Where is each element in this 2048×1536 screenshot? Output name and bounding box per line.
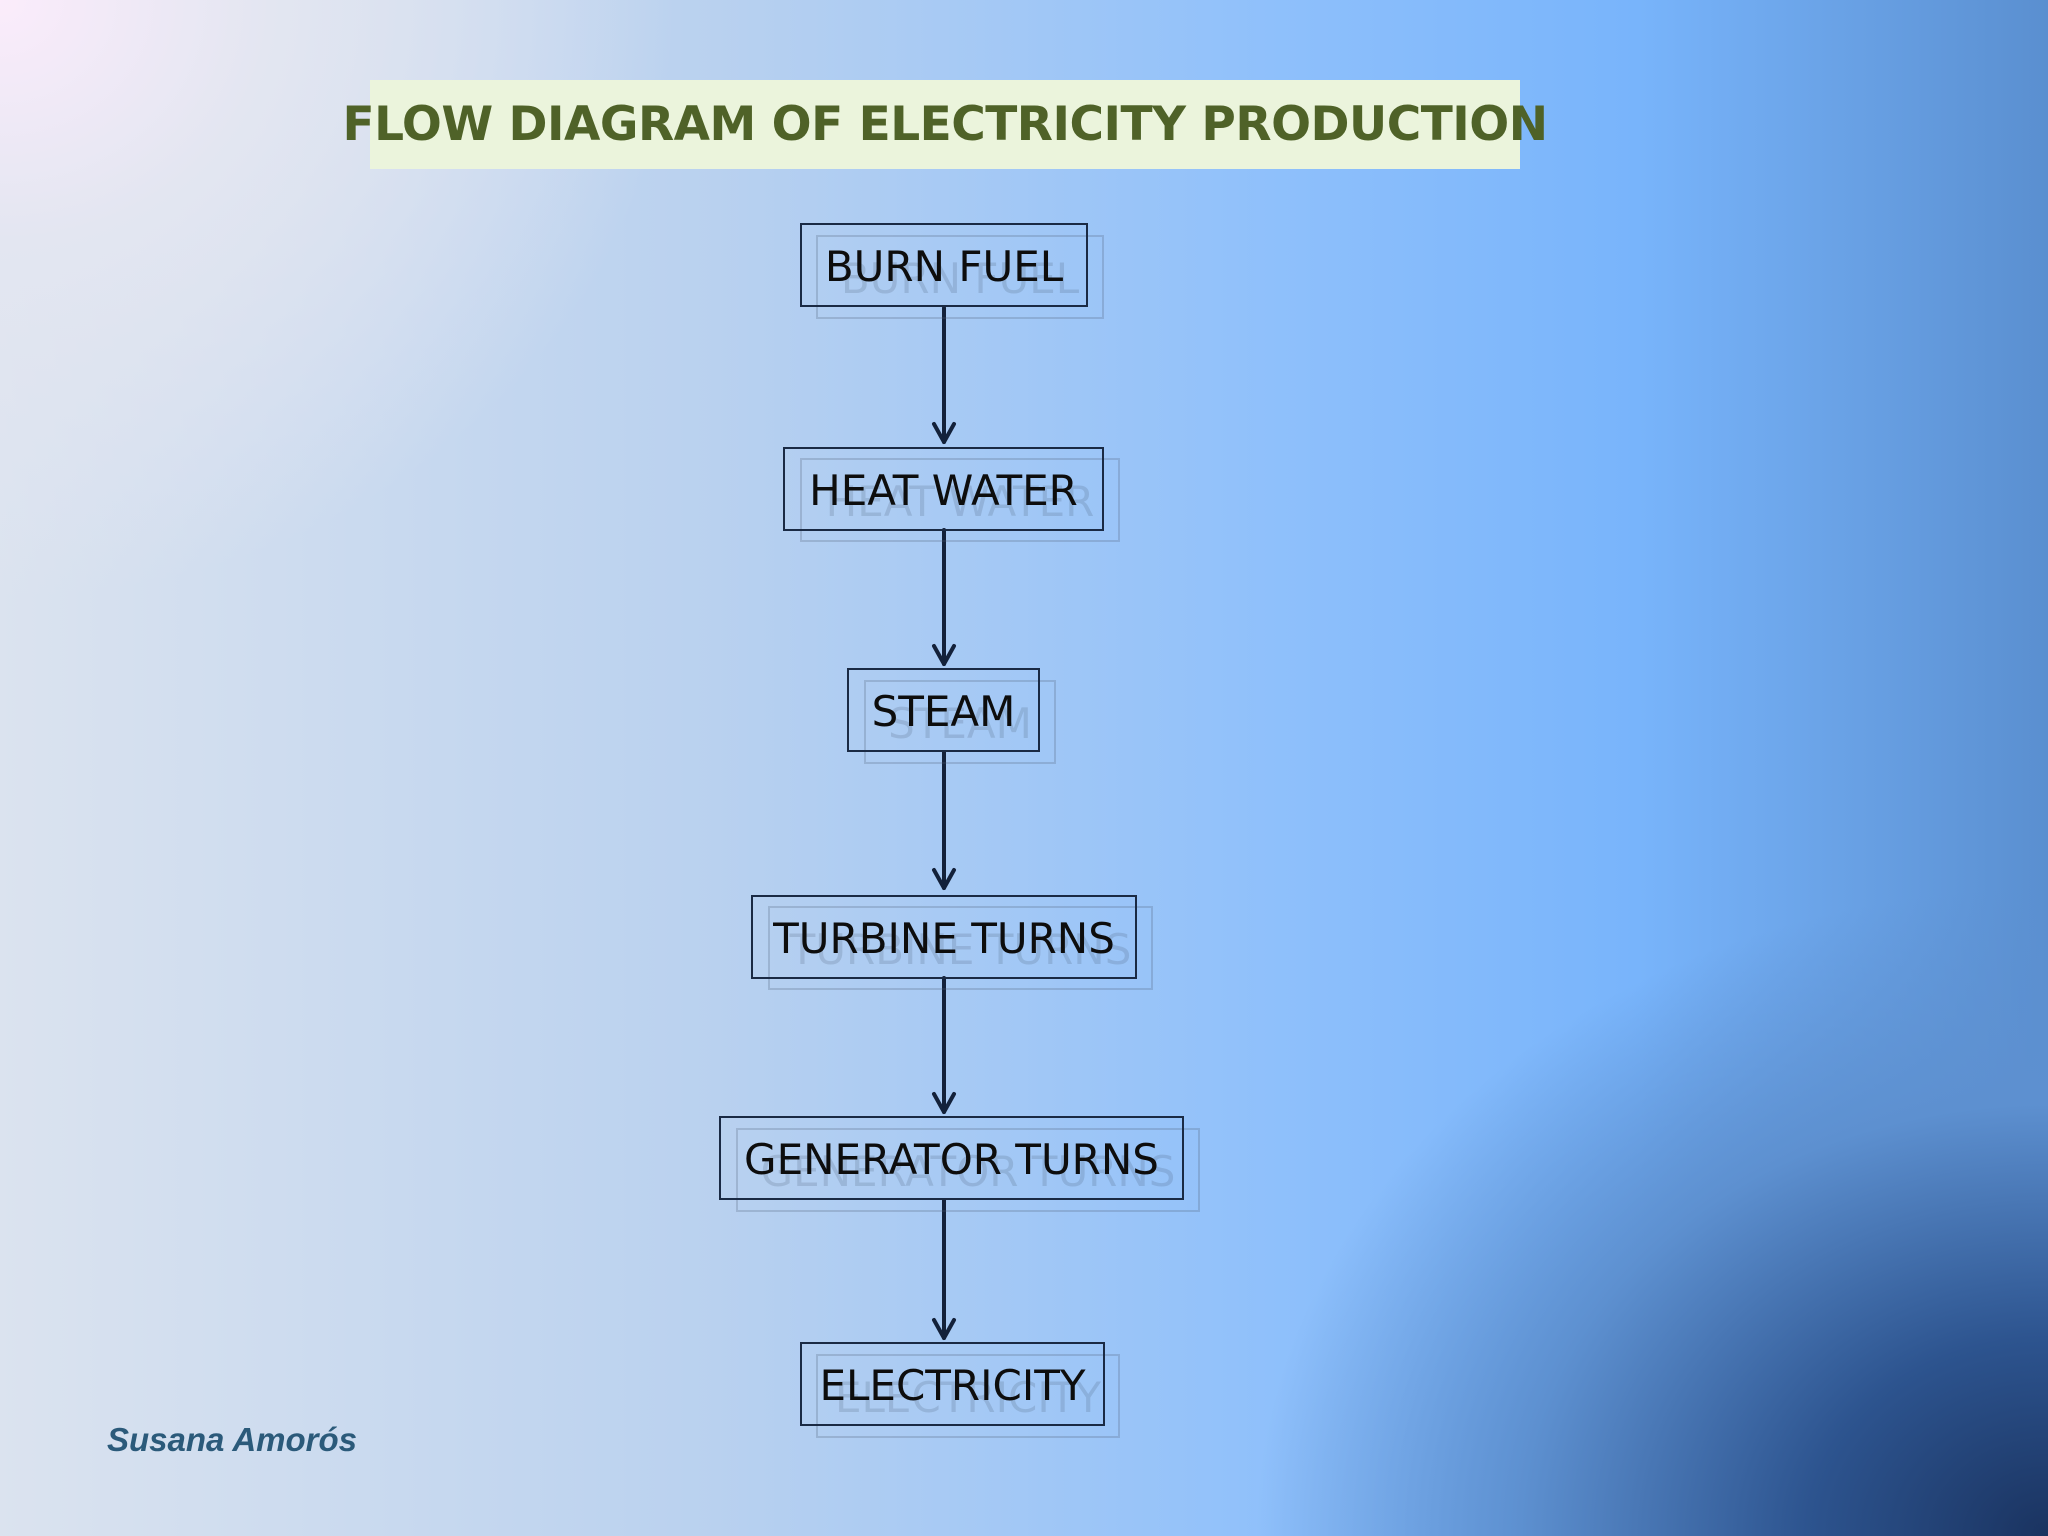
- arrowhead-2: [932, 644, 956, 666]
- step-shadow-steam: STEAM: [864, 680, 1056, 764]
- step-box-steam: STEAM: [847, 668, 1040, 752]
- step-label-burn-fuel: BURN FUEL: [824, 242, 1064, 291]
- diagram-title: FLOW DIAGRAM OF ELECTRICITY PRODUCTION: [342, 97, 1548, 152]
- step-label-generator-turns: GENERATOR TURNS: [744, 1135, 1159, 1184]
- step-shadow-electricity: ELECTRICITY: [816, 1354, 1120, 1438]
- step-box-generator-turns: GENERATOR TURNS: [719, 1116, 1184, 1200]
- step-box-heat-water: HEAT WATER: [783, 447, 1104, 531]
- step-label-steam: STEAM: [871, 687, 1016, 736]
- step-label-turbine-turns: TURBINE TURNS: [773, 914, 1115, 963]
- step-shadow-turbine-turns: TURBINE TURNS: [768, 906, 1153, 990]
- step-label-heat-water: HEAT WATER: [809, 466, 1078, 515]
- arrowhead-3: [932, 868, 956, 890]
- step-shadow-heat-water: HEAT WATER: [800, 458, 1120, 542]
- step-shadow-burn-fuel: BURN FUEL: [816, 235, 1104, 319]
- step-box-turbine-turns: TURBINE TURNS: [751, 895, 1137, 979]
- author-credit: Susana Amorós: [107, 1421, 358, 1458]
- arrowhead-4: [932, 1092, 956, 1114]
- step-shadow-generator-turns: GENERATOR TURNS: [736, 1128, 1200, 1212]
- title-banner: FLOW DIAGRAM OF ELECTRICITY PRODUCTION: [342, 80, 1548, 169]
- step-box-electricity: ELECTRICITY: [800, 1342, 1105, 1426]
- arrowhead-1: [932, 422, 956, 444]
- step-label-electricity: ELECTRICITY: [819, 1361, 1086, 1410]
- step-box-burn-fuel: BURN FUEL: [800, 223, 1088, 307]
- arrowhead-5: [932, 1318, 956, 1340]
